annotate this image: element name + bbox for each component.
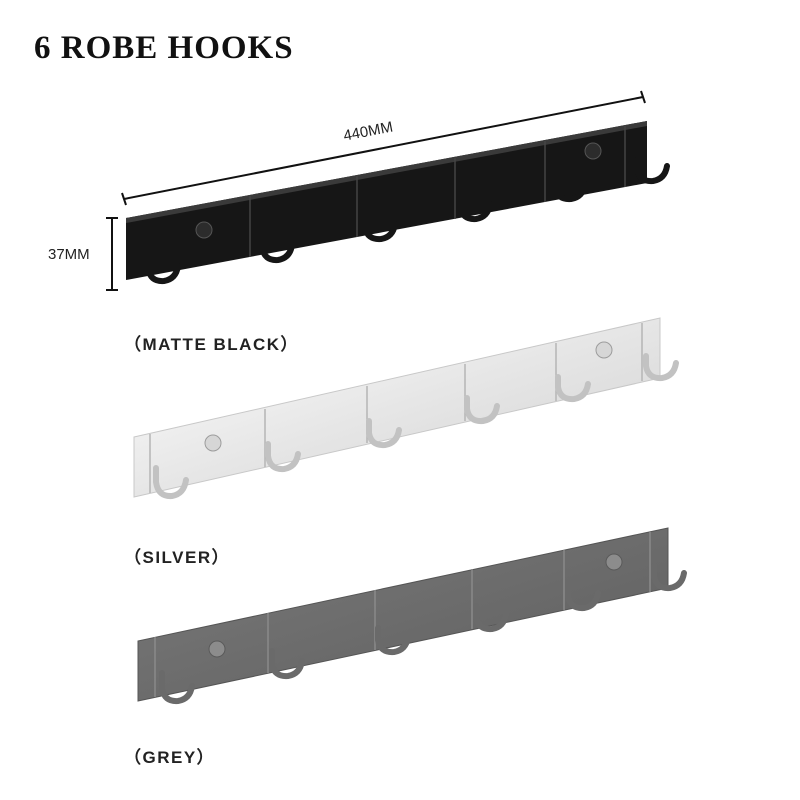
height-dimension-label: 37MM [48,246,90,263]
page-title: 6 ROBE HOOKS [34,30,294,66]
variant-label-matte-black: （MATTE BLACK） [124,335,299,354]
length-dimension-line [121,90,646,206]
variant-label-silver: （SILVER） [124,548,231,567]
hook-rail-silver [133,317,679,500]
variant-label-grey: （GREY） [124,748,216,767]
height-dimension-line [106,217,118,291]
hook-rail-matte-black [126,121,670,285]
hook-rail-grey [137,527,687,705]
